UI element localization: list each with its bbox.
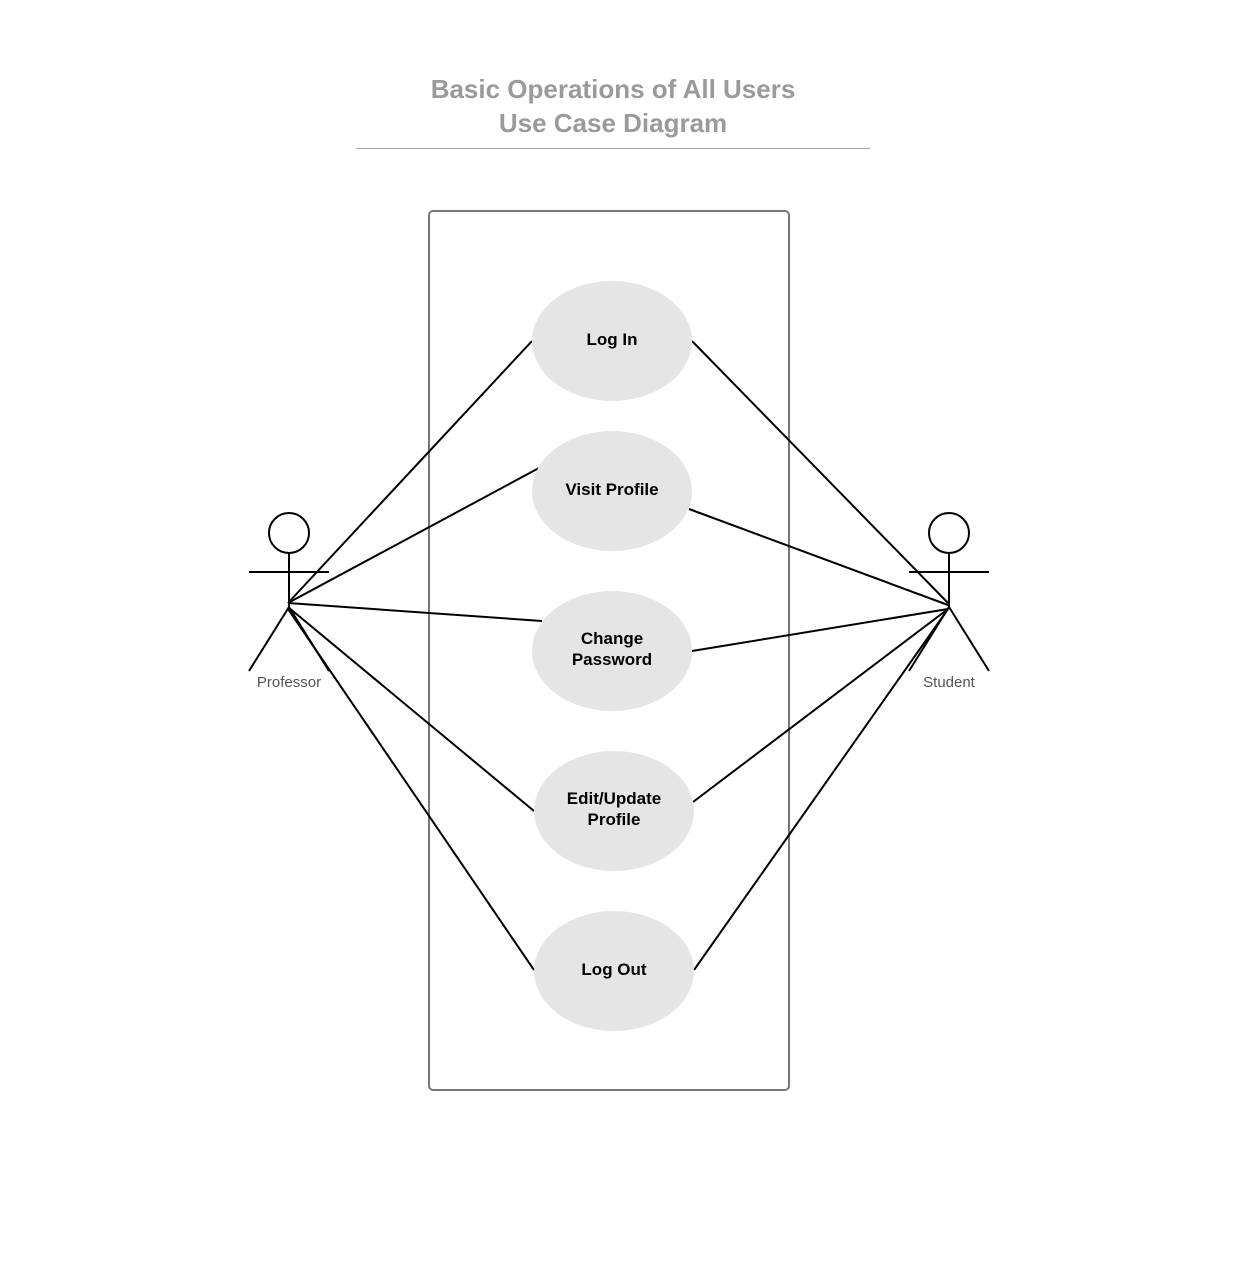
use-case-label: Visit Profile: [565, 480, 658, 499]
use-case-log-in[interactable]: Log In: [532, 281, 692, 401]
stick-figure-icon: [908, 512, 990, 672]
association-professor-edit-update-profile: [287, 606, 535, 812]
actor-label-professor: Professor: [257, 674, 321, 691]
stick-figure-icon: [248, 512, 330, 672]
use-case-label-line-2: Password: [572, 650, 652, 669]
use-case-label: Log In: [587, 330, 638, 349]
use-case-change-password[interactable]: Change Password: [532, 591, 692, 711]
association-student-log-out: [693, 608, 949, 971]
actor-professor[interactable]: Professor: [248, 512, 330, 691]
association-professor-visit-profile: [287, 467, 540, 604]
diagram-title-line-2: Use Case Diagram: [498, 108, 728, 138]
association-student-log-in: [691, 340, 949, 604]
association-student-edit-update-profile: [692, 608, 949, 803]
use-case-label-line-2: Profile: [588, 810, 641, 829]
use-case-label: Log Out: [581, 960, 646, 979]
professor-associations: [287, 340, 543, 971]
association-professor-change-password: [287, 602, 543, 622]
diagram-title-line-1: Basic Operations of All Users: [430, 74, 796, 104]
association-student-visit-profile: [688, 508, 949, 606]
association-student-change-password: [691, 608, 949, 652]
student-associations: [688, 340, 949, 971]
use-case-visit-profile[interactable]: Visit Profile: [532, 431, 692, 551]
use-case-edit-update-profile[interactable]: Edit/Update Profile: [534, 751, 694, 871]
actor-label-student: Student: [923, 674, 976, 691]
actor-student[interactable]: Student: [908, 512, 990, 691]
system-boundary: [428, 210, 790, 1091]
use-case-log-out[interactable]: Log Out: [534, 911, 694, 1031]
diagram-title: Basic Operations of All Users Use Case D…: [356, 72, 870, 140]
association-professor-log-in: [287, 340, 533, 604]
title-underline: [356, 148, 870, 149]
use-case-label-line-1: Change: [581, 629, 643, 648]
use-case-label-line-1: Edit/Update: [567, 789, 661, 808]
